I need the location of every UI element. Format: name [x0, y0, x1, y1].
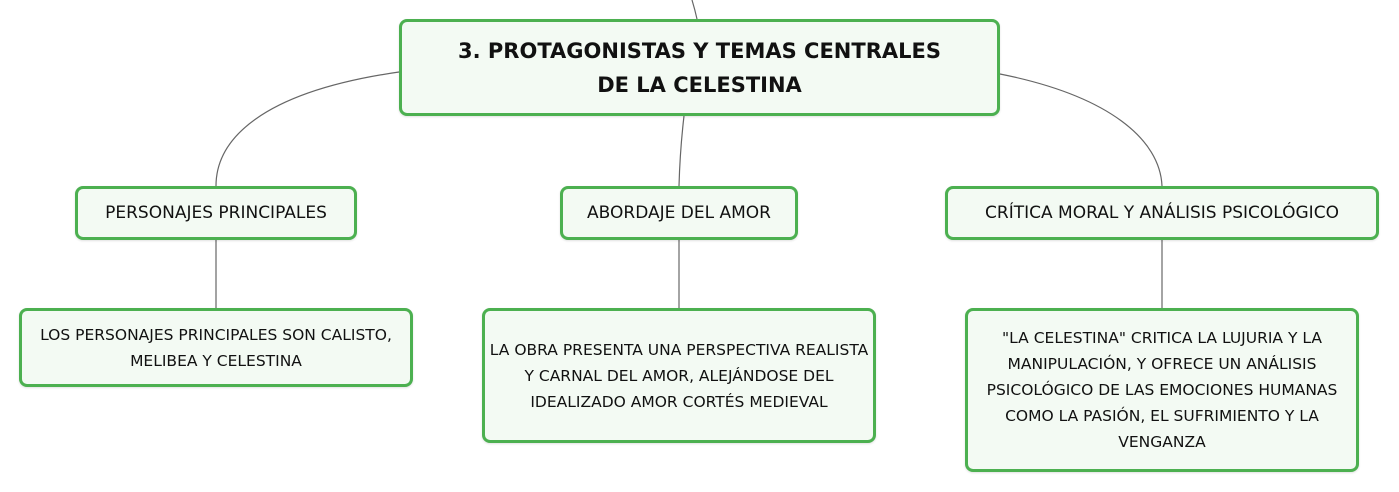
root-topic-node[interactable]: 3. PROTAGONISTAS Y TEMAS CENTRALES DE LA…: [399, 19, 1000, 116]
branch-node-critica[interactable]: CRÍTICA MORAL Y ANÁLISIS PSICOLÓGICO: [945, 186, 1379, 240]
connector-root-critica: [999, 73, 1163, 187]
connector-root-amor: [678, 115, 685, 187]
branch-label-personajes: PERSONAJES PRINCIPALES: [105, 203, 327, 223]
branch-node-amor[interactable]: ABORDAJE DEL AMOR: [560, 186, 798, 240]
detail-text-personajes: LOS PERSONAJES PRINCIPALES SON CALISTO, …: [40, 325, 392, 370]
branch-label-amor: ABORDAJE DEL AMOR: [587, 203, 771, 223]
branch-label-critica: CRÍTICA MORAL Y ANÁLISIS PSICOLÓGICO: [985, 203, 1339, 223]
root-topic-text: 3. PROTAGONISTAS Y TEMAS CENTRALES DE LA…: [458, 38, 941, 97]
detail-text-critica: "LA CELESTINA" CRITICA LA LUJURIA Y LA M…: [986, 329, 1338, 451]
connector-root-personajes: [215, 71, 400, 187]
connector-parent-root: [691, 0, 698, 20]
detail-node-critica[interactable]: "LA CELESTINA" CRITICA LA LUJURIA Y LA M…: [965, 308, 1359, 472]
detail-node-personajes[interactable]: LOS PERSONAJES PRINCIPALES SON CALISTO, …: [19, 308, 413, 387]
detail-node-amor[interactable]: LA OBRA PRESENTA UNA PERSPECTIVA REALIST…: [482, 308, 876, 443]
branch-node-personajes[interactable]: PERSONAJES PRINCIPALES: [75, 186, 357, 240]
detail-text-amor: LA OBRA PRESENTA UNA PERSPECTIVA REALIST…: [489, 340, 869, 411]
